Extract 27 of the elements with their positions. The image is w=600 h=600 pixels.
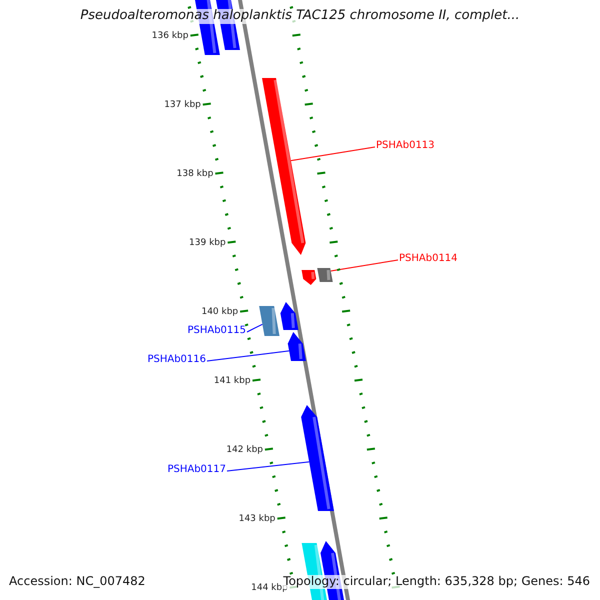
title: Pseudoalteromonas haloplanktis TAC125 chromosome II, complet... xyxy=(80,9,520,24)
leader-line xyxy=(226,461,310,472)
gene-label: PSHAb0117 xyxy=(167,464,226,476)
scale-label: 139 kbp xyxy=(189,238,226,248)
accession-label: Accession: NC_007482 xyxy=(9,575,146,589)
gene-feature xyxy=(302,270,316,285)
gene-label: PSHAb0113 xyxy=(376,140,435,152)
scale-label: 137 kbp xyxy=(164,100,201,110)
scale-label: 140 kbp xyxy=(201,306,238,318)
scale-label: 143 kbp xyxy=(238,514,276,524)
gene-feature xyxy=(301,405,334,511)
leader-line xyxy=(206,350,290,362)
scale-label: 138 kbp xyxy=(176,168,214,180)
gene-label: PSHAb0116 xyxy=(147,354,206,366)
leader-line xyxy=(246,324,263,332)
scale-label: 136 kbp xyxy=(152,30,188,42)
leader-line xyxy=(290,146,376,162)
gene-label: PSHAb0114 xyxy=(399,253,458,265)
gene-feature xyxy=(262,78,306,255)
gene-feature xyxy=(280,302,298,330)
gene-block xyxy=(317,268,333,282)
leader-line xyxy=(330,260,398,272)
scale-label: 141 kbp xyxy=(214,376,251,386)
gene-feature xyxy=(288,332,306,361)
scale-label: 142 kbp xyxy=(226,444,263,456)
gene-block xyxy=(259,306,280,336)
gene-label: PSHAb0115 xyxy=(187,325,246,337)
